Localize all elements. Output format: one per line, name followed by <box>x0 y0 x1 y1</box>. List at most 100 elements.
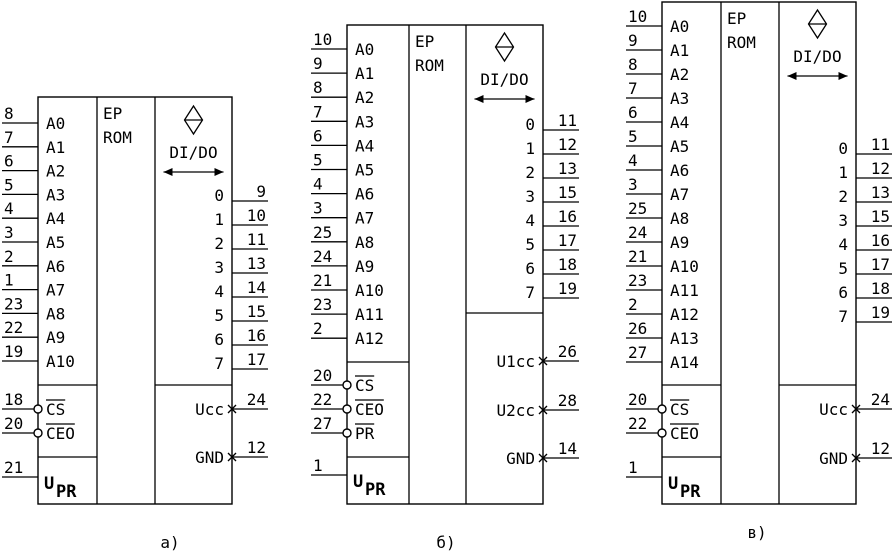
address-pin-number: 5 <box>4 175 14 194</box>
address-pin-number: 22 <box>4 318 23 337</box>
address-pin-number: 2 <box>4 247 14 266</box>
data-pin-number: 13 <box>247 254 266 273</box>
address-label: A3 <box>355 112 374 131</box>
upr-label-main: U <box>353 472 363 492</box>
chip-title-ep: EP <box>103 104 122 123</box>
chip-body-2 <box>661 1 857 505</box>
power-label: U2cc <box>496 401 535 420</box>
data-bit-label: 7 <box>214 354 224 373</box>
address-pin-number: 26 <box>628 319 647 338</box>
address-pin-number: 4 <box>628 151 638 170</box>
data-pin-number: 17 <box>247 350 266 369</box>
address-pin-number: 23 <box>4 294 23 313</box>
data-pin-number: 10 <box>247 206 266 225</box>
address-label: A2 <box>46 162 65 181</box>
data-pin-number: 15 <box>871 207 890 226</box>
pin-cross-icon <box>538 356 548 366</box>
control-label: CS <box>355 376 374 395</box>
data-pin-number: 16 <box>558 207 577 226</box>
address-pin-number: 23 <box>628 271 647 290</box>
address-pin-number: 9 <box>313 54 323 73</box>
address-label: A5 <box>670 137 689 156</box>
data-bit-label: 2 <box>525 163 535 182</box>
data-bit-label: 2 <box>838 187 848 206</box>
chip-title-rom: ROM <box>415 56 444 75</box>
power-pin-number: 14 <box>558 439 577 458</box>
data-bit-label: 1 <box>214 210 224 229</box>
data-bit-label: 7 <box>525 283 535 302</box>
address-label: A3 <box>670 89 689 108</box>
address-label: A8 <box>355 233 374 252</box>
upr-label-sub: PR <box>56 482 77 502</box>
chip-body-1 <box>346 24 544 505</box>
data-bit-label: 6 <box>525 259 535 278</box>
control-label: CEO <box>46 424 75 443</box>
data-pin-number: 12 <box>871 159 890 178</box>
pin-cross-icon <box>538 405 548 415</box>
upr-pin-number: 1 <box>313 456 323 475</box>
address-label: A10 <box>355 281 384 300</box>
data-bit-label: 4 <box>838 235 848 254</box>
address-label: A1 <box>670 41 689 60</box>
address-label: A11 <box>670 281 699 300</box>
inversion-bubble-icon <box>33 428 43 438</box>
data-pin-number: 16 <box>247 326 266 345</box>
arrow-head-left-icon <box>787 72 797 80</box>
data-bit-label: 0 <box>838 139 848 158</box>
data-pin-number: 16 <box>871 231 890 250</box>
power-pin-number: 24 <box>871 390 890 409</box>
address-pin-number: 7 <box>4 128 14 147</box>
data-pin-number: 13 <box>558 159 577 178</box>
power-label: GND <box>819 449 848 468</box>
diamond-icon <box>494 31 515 63</box>
address-pin-number: 24 <box>628 223 647 242</box>
address-pin-number: 5 <box>313 151 323 170</box>
dido-label: DI/DO <box>169 143 217 162</box>
data-bit-label: 4 <box>525 211 535 230</box>
address-label: A7 <box>670 185 689 204</box>
data-pin-number: 17 <box>558 231 577 250</box>
address-pin-number: 19 <box>4 342 23 361</box>
address-label: A4 <box>670 113 689 132</box>
data-pin-number: 18 <box>871 279 890 298</box>
upr-label-sub: PR <box>680 482 701 502</box>
address-pin-number: 8 <box>313 78 323 97</box>
address-label: A0 <box>355 40 374 59</box>
address-label: A6 <box>670 161 689 180</box>
pin-cross-icon <box>227 452 237 462</box>
power-label: U1cc <box>496 352 535 371</box>
address-label: A4 <box>46 209 65 228</box>
power-pin-number: 24 <box>247 390 266 409</box>
power-pin-number: 12 <box>871 439 890 458</box>
address-pin-number: 3 <box>4 223 14 242</box>
address-pin-number: 24 <box>313 247 332 266</box>
power-label: GND <box>506 449 535 468</box>
diamond-icon <box>807 8 828 40</box>
data-bit-label: 4 <box>214 282 224 301</box>
data-pin-number: 15 <box>247 302 266 321</box>
arrow-head-left-icon <box>474 95 484 103</box>
address-label: A9 <box>46 328 65 347</box>
control-pin-number: 27 <box>313 414 332 433</box>
chip-title-rom: ROM <box>103 128 132 147</box>
diagram-caption: б) <box>436 533 455 552</box>
address-label: A1 <box>46 138 65 157</box>
address-label: A1 <box>355 64 374 83</box>
address-pin-number: 6 <box>313 126 323 145</box>
address-label: A11 <box>355 305 384 324</box>
inversion-bubble-icon <box>33 404 43 414</box>
dido-label: DI/DO <box>793 47 841 66</box>
data-pin-number: 11 <box>871 135 890 154</box>
diagram-caption: в) <box>747 523 766 542</box>
inversion-bubble-icon <box>342 404 352 414</box>
address-pin-number: 8 <box>4 104 14 123</box>
chip-title-rom: ROM <box>727 33 756 52</box>
control-label: CS <box>670 400 689 419</box>
control-pin-number: 18 <box>4 390 23 409</box>
address-label: A6 <box>46 257 65 276</box>
address-label: A9 <box>670 233 689 252</box>
address-pin-number: 10 <box>313 30 332 49</box>
power-label: Ucc <box>195 400 224 419</box>
dido-label: DI/DO <box>480 70 528 89</box>
